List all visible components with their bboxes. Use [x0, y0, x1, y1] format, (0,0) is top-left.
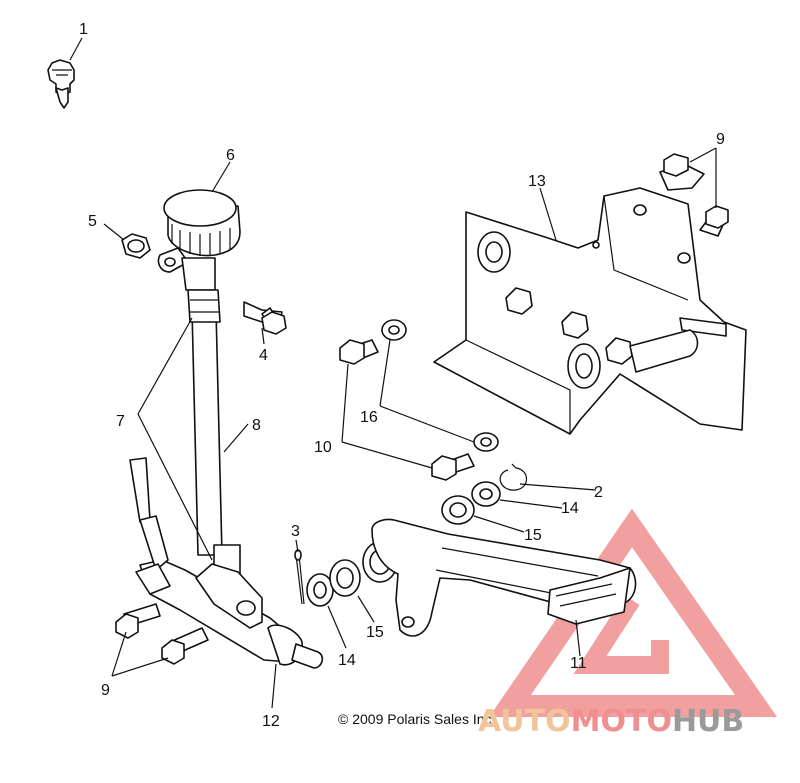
part-2-clip [499, 463, 528, 491]
part-6-reservoir [157, 189, 241, 291]
part-9-bolt-upper-b [699, 205, 729, 237]
callout-9-top: 9 [716, 131, 725, 148]
part-11-brake-pedal [371, 518, 637, 637]
leader-lines [69, 37, 717, 709]
part-8-hose [187, 289, 241, 581]
watermark-auto: AUTO [478, 704, 571, 739]
part-16-washer-lower [473, 432, 499, 452]
part-1-clip [47, 59, 75, 109]
part-14-washer-upper [471, 481, 501, 507]
callout-15-upper: 15 [524, 527, 542, 544]
watermark-text: AUTOMOTOHUB [478, 704, 744, 739]
part-15-bushing-lower [329, 559, 361, 597]
callout-3: 3 [291, 523, 300, 540]
callout-16: 16 [360, 409, 378, 426]
callout-13: 13 [528, 173, 546, 190]
part-12-master-cylinder [129, 457, 324, 669]
watermark-moto: MOTO [571, 704, 672, 739]
callout-9-bottom: 9 [101, 682, 110, 699]
part-10-bolt-upper [339, 339, 379, 365]
part-16-washer-upper [381, 319, 407, 341]
part-9-bolt-lower-a [115, 603, 161, 639]
callout-15-lower: 15 [366, 624, 384, 641]
callout-12: 12 [262, 713, 280, 730]
callout-11: 11 [570, 655, 587, 672]
callout-6: 6 [226, 147, 235, 164]
callout-labels: 1 5 6 4 7 8 9 13 16 10 2 14 15 3 15 14 1… [79, 21, 725, 730]
callout-5: 5 [88, 213, 97, 230]
part-13-bracket [433, 187, 747, 435]
part-15-bushing-upper [441, 495, 475, 525]
callout-8: 8 [252, 417, 261, 434]
part-9-bolt-upper-a [659, 153, 705, 191]
callout-14-upper: 14 [561, 500, 579, 517]
part-5-nut [121, 233, 151, 259]
part-14-washer-lower [306, 573, 334, 607]
part-9-bolt-lower-b [161, 627, 209, 665]
callout-10: 10 [314, 439, 332, 456]
part-3-cotter-pin [294, 549, 305, 605]
callout-7: 7 [116, 413, 125, 430]
watermark-hub: HUB [672, 704, 744, 739]
callout-2: 2 [594, 484, 603, 501]
copyright-notice: © 2009 Polaris Sales Inc. [338, 711, 495, 727]
callout-14-lower: 14 [338, 652, 356, 669]
callout-4: 4 [259, 347, 268, 364]
part-4-bolt [243, 301, 287, 335]
callout-1: 1 [79, 21, 88, 38]
part-10-bolt-lower [431, 453, 475, 481]
